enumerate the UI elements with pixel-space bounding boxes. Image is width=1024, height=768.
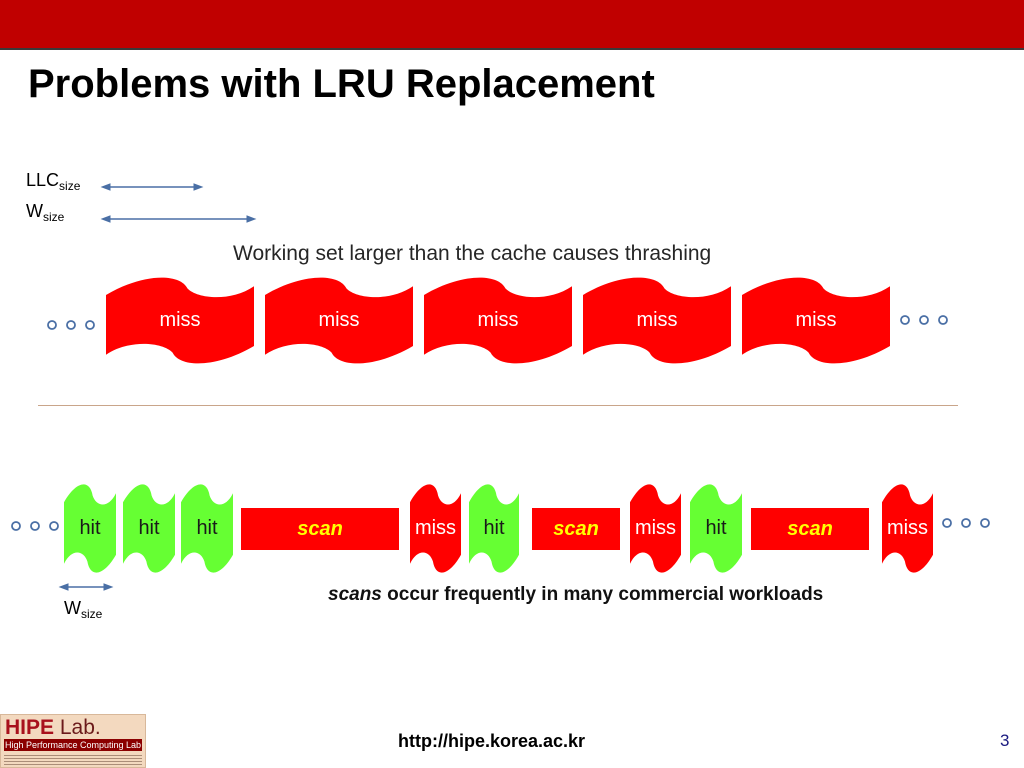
miss-label: miss: [159, 309, 201, 331]
logo-suffix: Lab.: [54, 716, 101, 739]
bottom-w-label: W: [64, 598, 81, 618]
w-size-arrow: [100, 215, 257, 223]
scan-label: scan: [553, 517, 599, 540]
miss-block-shape: [742, 277, 890, 364]
bottom-w-size-label: Wsize: [64, 598, 102, 621]
w-label: W: [26, 201, 43, 221]
bottom-miss-block: miss: [410, 484, 461, 573]
llc-size-arrow: [100, 183, 204, 191]
miss-block-shape: [106, 277, 254, 364]
scan-block-shape: [532, 508, 620, 550]
top-miss-block: miss: [106, 277, 254, 364]
hit-block-shape: [469, 484, 519, 573]
llc-size-label: LLCsize: [26, 170, 80, 193]
bottom-miss-block: miss: [882, 484, 933, 573]
hit-label: hit: [79, 517, 101, 539]
bottom-hit-block: hit: [690, 484, 742, 573]
hit-block-shape: [123, 484, 175, 573]
top-miss-block: miss: [742, 277, 890, 364]
bottom-hit-block: hit: [123, 484, 175, 573]
hit-label: hit: [705, 517, 727, 539]
bottom-scan-block: scan: [241, 508, 399, 550]
hit-label: hit: [483, 517, 505, 539]
header-bar: [0, 0, 1024, 50]
scan-label: scan: [787, 517, 833, 540]
scan-block-shape: [751, 508, 869, 550]
miss-label: miss: [414, 517, 457, 539]
logo-subtitle: High Performance Computing Lab: [4, 739, 142, 751]
scan-label: scan: [297, 517, 343, 540]
top-miss-block: miss: [583, 277, 731, 364]
w-size-label: Wsize: [26, 201, 64, 224]
logo-fine-print: [4, 753, 142, 767]
scans-caption: scans occur frequently in many commercia…: [328, 584, 823, 606]
ellipsis-dots-right-top: [900, 315, 948, 325]
bottom-w-size-arrow: [58, 583, 114, 591]
hit-block-shape: [690, 484, 742, 573]
hit-block-shape: [181, 484, 233, 573]
llc-size-subscript: size: [59, 179, 81, 193]
thrashing-caption: Working set larger than the cache causes…: [233, 242, 712, 265]
scan-block-shape: [241, 508, 399, 550]
bottom-hit-block: hit: [64, 484, 116, 573]
miss-label: miss: [634, 517, 677, 539]
section-divider: [38, 405, 958, 406]
top-miss-block: miss: [265, 277, 413, 364]
miss-block-shape: [630, 484, 681, 573]
miss-label: miss: [795, 309, 837, 331]
miss-block-shape: [265, 277, 413, 364]
hit-block-shape: [64, 484, 116, 573]
miss-block-shape: [410, 484, 461, 573]
bottom-scan-block: scan: [751, 508, 869, 550]
ellipsis-dots-right-bottom: [942, 518, 990, 528]
miss-label: miss: [886, 517, 929, 539]
page-number: 3: [1000, 731, 1010, 750]
slide-title: Problems with LRU Replacement: [28, 62, 655, 106]
bottom-w-size-subscript: size: [81, 607, 103, 621]
miss-label: miss: [636, 309, 678, 331]
footer-url-link[interactable]: http://hipe.korea.ac.kr: [398, 731, 586, 751]
miss-block-shape: [583, 277, 731, 364]
bottom-scan-block: scan: [532, 508, 620, 550]
ellipsis-dots-left-bottom: [11, 521, 59, 531]
hipe-lab-logo: HIPE Lab. High Performance Computing Lab: [0, 714, 146, 768]
miss-label: miss: [318, 309, 360, 331]
hit-label: hit: [138, 517, 160, 539]
ellipsis-dots-left-top: [47, 320, 95, 330]
scans-caption-emphasis: scans: [328, 584, 382, 605]
bottom-hit-block: hit: [469, 484, 519, 573]
scans-caption-rest: occur frequently in many commercial work…: [381, 584, 824, 605]
logo-name: HIPE: [5, 716, 55, 739]
bottom-miss-block: miss: [630, 484, 681, 573]
miss-block-shape: [424, 277, 572, 364]
w-size-subscript: size: [43, 210, 65, 224]
miss-label: miss: [477, 309, 519, 331]
hit-label: hit: [196, 517, 218, 539]
bottom-hit-block: hit: [181, 484, 233, 573]
top-miss-block: miss: [424, 277, 572, 364]
miss-block-shape: [882, 484, 933, 573]
llc-label: LLC: [26, 170, 60, 190]
